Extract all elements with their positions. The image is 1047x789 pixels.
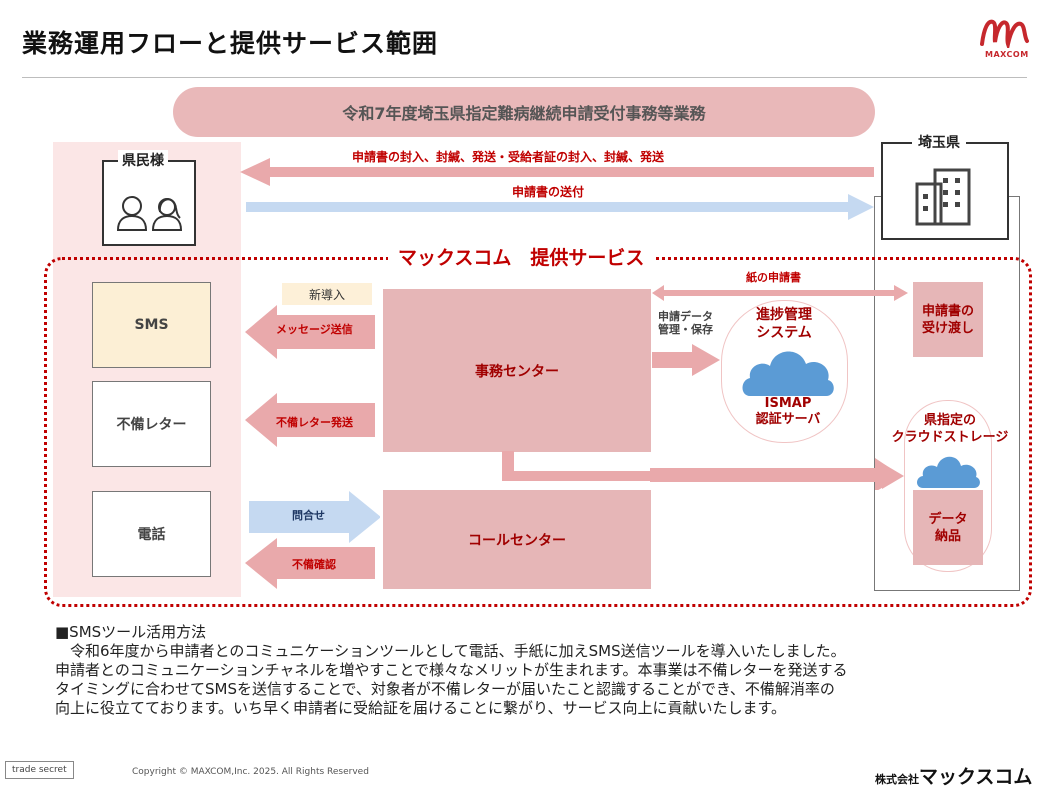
progress-system-title: 進捗管理 システム (756, 307, 812, 341)
page-title: 業務運用フローと提供サービス範囲 (22, 29, 439, 58)
cloud-icon (742, 351, 834, 396)
maxcom-logo-icon (980, 19, 1029, 48)
company-name: 株式会社マックスコム (875, 762, 1032, 789)
deficiency-arrow (245, 538, 375, 589)
citizens-icon (116, 196, 183, 231)
building-icon (915, 168, 971, 226)
office-center: 事務センター (383, 289, 651, 452)
paper-application-arrow (652, 285, 908, 301)
call-center: コールセンター (383, 490, 651, 589)
prefecture-box (881, 142, 1009, 240)
inquiry-label: 問合せ (292, 509, 325, 522)
storage-flow-arrow (502, 451, 904, 489)
description: ■SMSツール活用方法 令和6年度から申請者とのコミュニケーションツールとして電… (55, 623, 1015, 718)
description-line: 向上に役立てております。いち早く申請者に受給証を届けることに繋がり、サービス向上… (55, 699, 786, 717)
new-tag: 新導入 (282, 283, 372, 305)
letter-box: 不備レター (92, 381, 211, 467)
citizen-label: 県民様 (118, 150, 168, 170)
letter-send-label: 不備レター発送 (276, 416, 353, 429)
data-manage-arrow (652, 344, 720, 376)
sms-box: SMS (92, 282, 211, 368)
trade-secret-tag: trade secret (5, 761, 74, 779)
paper-application-label: 紙の申請書 (746, 271, 801, 284)
handover-box: 申請書の 受け渡し (913, 282, 983, 357)
message-send-label: メッセージ送信 (276, 323, 353, 336)
data-delivery-box: データ 納品 (913, 490, 983, 565)
deficiency-label: 不備確認 (292, 558, 336, 571)
project-banner: 令和7年度埼玉県指定難病継続申請受付事務等業務 (173, 87, 875, 137)
copyright: Copyright © MAXCOM,Inc. 2025. All Rights… (132, 767, 369, 777)
storage-cloud-icon (917, 456, 980, 488)
to-citizen-label: 申請書の封入、封緘、発送・受給者証の封入、封緘、発送 (352, 150, 665, 164)
to-prefecture-arrow (246, 194, 874, 220)
storage-label: 県指定の クラウドストレージ (891, 413, 1009, 445)
prefecture-label: 埼玉県 (912, 132, 966, 152)
company-main: マックスコム (919, 766, 1033, 788)
letter-send-arrow (245, 393, 375, 447)
description-line: 申請者とのコミュニケーションチャネルを増やすことで様々なメリットが生まれます。本… (55, 661, 848, 679)
service-title: マックスコム 提供サービス (388, 243, 655, 270)
inquiry-arrow (249, 491, 380, 543)
message-send-arrow (245, 305, 375, 359)
logo-text: MAXCOM (985, 50, 1029, 59)
phone-box: 電話 (92, 491, 211, 577)
description-heading: ■SMSツール活用方法 (55, 623, 207, 641)
header-divider (22, 77, 1027, 78)
company-prefix: 株式会社 (875, 773, 919, 786)
citizen-box (102, 160, 196, 246)
top-flow-arrows (240, 158, 874, 220)
channel-arrows (245, 305, 380, 589)
data-manage-label: 申請データ 管理・保存 (658, 310, 713, 336)
description-line: タイミングに合わせてSMSを送信することで、対象者が不備レターが届いたこと認識す… (55, 680, 835, 698)
ismap-server-label: ISMAP 認証サーバ (755, 396, 821, 427)
to-prefecture-label: 申請書の送付 (512, 185, 585, 199)
description-line: 令和6年度から申請者とのコミュニケーションツールとして電話、手紙に加えSMS送信… (55, 642, 846, 660)
to-citizen-arrow (240, 158, 874, 186)
